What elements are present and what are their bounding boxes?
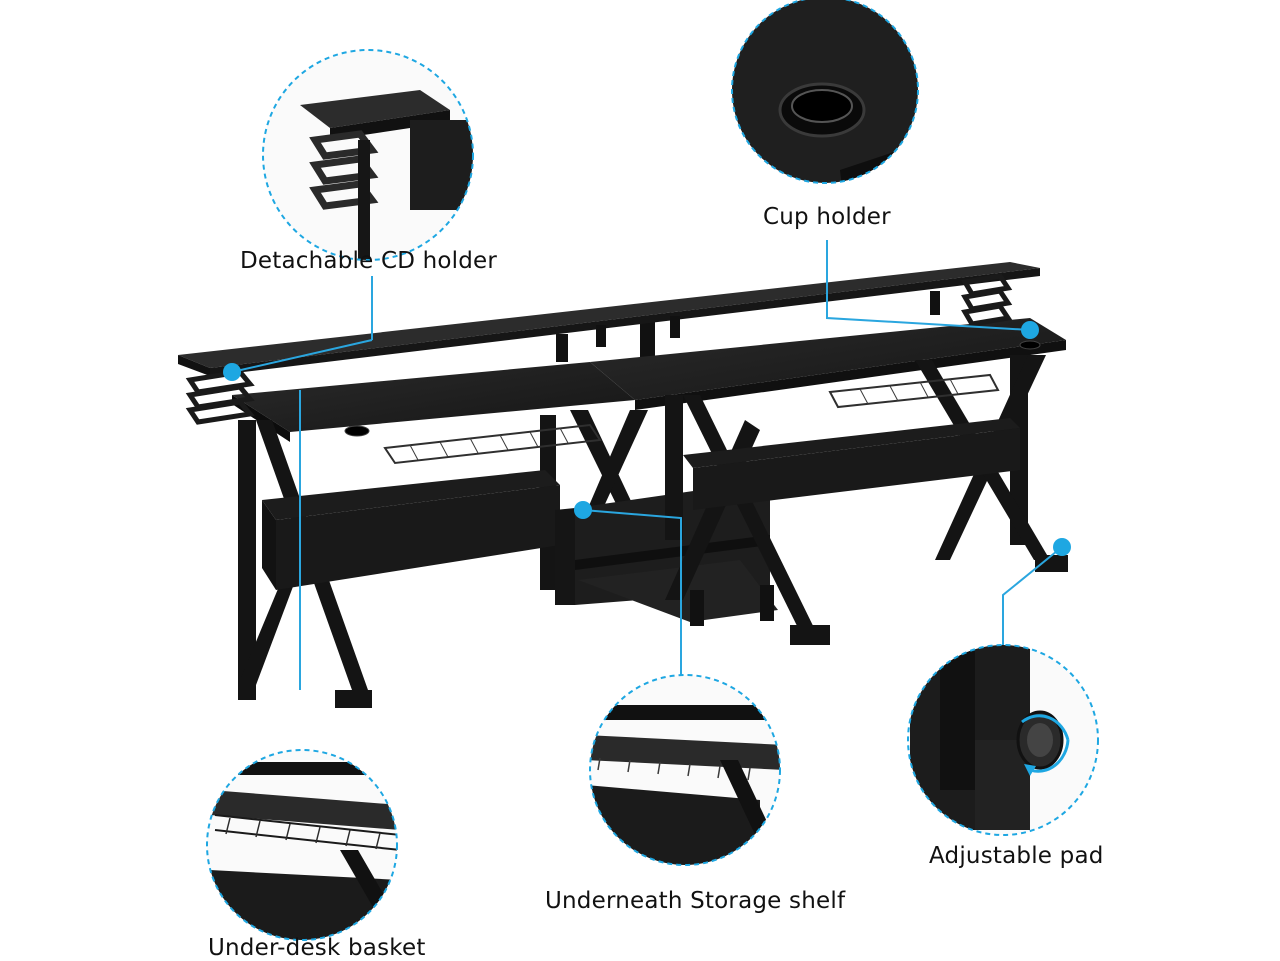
storage-shelf-detail	[589, 674, 781, 866]
basket-detail	[206, 749, 398, 941]
cd-holder-detail	[262, 49, 474, 261]
adjustable-pad-label: Adjustable pad	[929, 843, 1104, 869]
adjustable-pad-detail	[907, 644, 1099, 836]
basket-label: Under-desk basket	[208, 935, 426, 961]
callout-dots	[223, 321, 1071, 556]
cup-holder-label: Cup holder	[763, 204, 891, 230]
callout-lines	[231, 240, 1063, 690]
rotate-arrow-icon	[1024, 764, 1036, 776]
cup-holder-detail	[731, 0, 919, 184]
cd-holder-label: Detachable CD holder	[240, 248, 498, 274]
storage-shelf-label: Underneath Storage shelf	[545, 888, 846, 914]
desk	[178, 262, 1068, 708]
